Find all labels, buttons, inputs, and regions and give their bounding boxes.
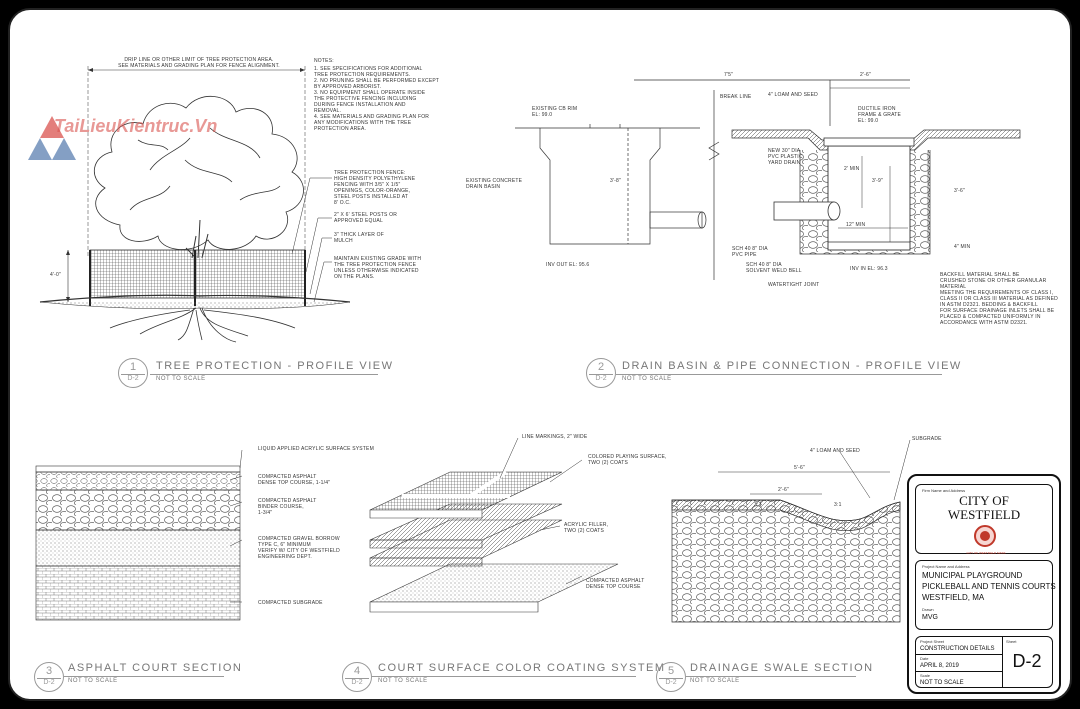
sheet-title-label: Project Sheet <box>920 639 945 644</box>
pvc-drain-label: NEW 30" DIA PVC PLASTIC YARD DRAIN <box>768 148 803 166</box>
fence-height-dim: 4'-0" <box>50 272 61 278</box>
line-markings-label: LINE MARKINGS, 2" WIDE <box>522 434 588 440</box>
inv-out-label: INV OUT EL: 95.6 <box>546 262 590 268</box>
detail2-callout: 2 D-2 <box>586 358 616 388</box>
watermark: TaiLieuKientruc.Vn <box>24 112 264 166</box>
watermark-logo-icon <box>28 116 76 160</box>
loam-label: 4" LOAM AND SEED <box>768 92 818 98</box>
tree-notes: 1. SEE SPECIFICATIONS FOR ADDITIONAL TRE… <box>314 66 440 132</box>
existing-cb-label: EXISTING CB RIM EL: 99.0 <box>532 106 578 118</box>
drain-basin-drawing <box>515 79 910 280</box>
min-dim: 2' MIN <box>844 166 860 172</box>
detail1-title: TREE PROTECTION - PROFILE VIEW <box>156 360 394 372</box>
city-name-line1: CITY OF <box>959 493 1009 508</box>
pipe-label: SCH 40 8" DIA PVC PIPE <box>732 246 768 258</box>
min12-dim: 12" MIN <box>846 222 866 228</box>
sheet-title-value: CONSTRUCTION DETAILS <box>920 646 995 652</box>
acrylic-label: LIQUID APPLIED ACRYLIC SURFACE SYSTEM <box>258 446 374 452</box>
detail3-title: ASPHALT COURT SECTION <box>68 662 243 674</box>
firm-label: Firm Name and Address <box>922 488 966 493</box>
basin-depth-dim: 3'-8" <box>610 178 621 184</box>
inv-in-label: INV IN EL: 96.3 <box>850 266 888 272</box>
acrylic-filler-label: ACRYLIC FILLER, TWO (2) COATS <box>564 522 609 534</box>
project-label: Project Name and Address <box>922 564 970 569</box>
project-box: Project Name and Address MUNICIPAL PLAYG… <box>915 560 1056 630</box>
bell-label: SCH 40 8" DIA SOLVENT WELD BELL <box>746 262 802 274</box>
swale-width2: 2'-6" <box>778 487 789 493</box>
existing-basin-label: EXISTING CONCRETE DRAIN BASIN <box>466 178 523 190</box>
compacted-asphalt-label: COMPACTED ASPHALT DENSE TOP COURSE <box>586 578 645 590</box>
detail1-callout: 1 D-2 <box>118 358 148 388</box>
title-block: Firm Name and Address CITY OF WESTFIELD … <box>907 474 1061 694</box>
swale-width1: 5'-6" <box>794 465 805 471</box>
seal-text: CITY OF WESTFIELD MASS <box>966 551 1006 555</box>
tree-protection-fence <box>89 249 306 299</box>
detail4-title: COURT SURFACE COLOR COATING SYSTEM <box>378 662 666 674</box>
mulch-note: 3" THICK LAYER OF MULCH <box>334 232 385 244</box>
backfill-note: BACKFILL MATERIAL SHALL BE CRUSHED STONE… <box>940 272 1058 326</box>
project-line1: MUNICIPAL PLAYGROUND <box>922 571 1023 580</box>
swale-section <box>671 499 901 623</box>
top-course-label: COMPACTED ASPHALT DENSE TOP COURSE, 1-1/… <box>258 474 331 486</box>
detail1-subtitle: NOT TO SCALE <box>156 376 206 382</box>
detail4-callout: 4 D-2 <box>342 662 372 692</box>
subgrade-label: COMPACTED SUBGRADE <box>258 600 323 606</box>
city-seal-icon: CITY OF WESTFIELD MASS <box>966 525 1006 555</box>
city-name-line2: WESTFIELD <box>947 507 1021 522</box>
depth2-dim: 3'-6" <box>954 188 965 194</box>
drawn-label: Drawn <box>922 607 934 612</box>
detail4-subtitle: NOT TO SCALE <box>378 678 428 684</box>
watertight-label: WATERTIGHT JOINT <box>768 282 820 288</box>
drain-width-dim: 2'-6" <box>860 72 871 78</box>
project-line2: PICKLEBALL AND TENNIS COURTS <box>922 582 1056 591</box>
scale-value: NOT TO SCALE <box>920 680 964 686</box>
frame-label: DUCTILE IRON FRAME & GRATE EL: 99.0 <box>858 106 902 124</box>
color-coating-layers <box>369 470 619 613</box>
posts-note: 2" X 6' STEEL POSTS OR APPROVED EQUAL <box>334 212 398 224</box>
swale-loam-label: 4" LOAM AND SEED <box>810 448 860 454</box>
date-value: APRIL 8, 2019 <box>920 663 959 669</box>
grade-note: MAINTAIN EXISTING GRADE WITH THE TREE PR… <box>334 256 422 280</box>
sheet-box: Project Sheet CONSTRUCTION DETAILS Date … <box>915 636 1053 688</box>
tree-canopy <box>94 95 304 259</box>
drawing-sheet: TaiLieuKientruc.Vn DRIP LINE OR OTHER LI… <box>8 8 1072 701</box>
project-line3: WESTFIELD, MA <box>922 593 985 602</box>
watermark-text: TaiLieuKientruc.Vn <box>54 116 218 136</box>
swale-slope-left: 3:1 <box>754 502 762 508</box>
min4-dim: 4" MIN <box>954 244 971 250</box>
swale-subgrade-label: SUBGRADE <box>912 436 942 442</box>
date-label: Date <box>920 656 929 661</box>
drawn-value: MVG <box>922 614 938 621</box>
fence-note: TREE PROTECTION FENCE: HIGH DENSITY POLY… <box>334 170 416 206</box>
break-line-label: BREAK LINE <box>720 94 752 100</box>
tree-protection-drawing <box>35 66 1021 623</box>
detail5-title: DRAINAGE SWALE SECTION <box>690 662 874 674</box>
gravel-label: COMPACTED GRAVEL BORROW TYPE C, 6" MINIM… <box>258 536 340 560</box>
tree-roots <box>109 307 296 343</box>
dim-top: 7'5" <box>724 72 734 78</box>
asphalt-section <box>35 465 241 621</box>
scale-label: Scale <box>920 673 931 678</box>
firm-box: Firm Name and Address CITY OF WESTFIELD … <box>915 484 1053 555</box>
sheet-label: Sheet <box>1006 639 1017 644</box>
detail5-subtitle: NOT TO SCALE <box>690 678 740 684</box>
swale-slope-right: 3:1 <box>834 502 842 508</box>
playing-surface-label: COLORED PLAYING SURFACE, TWO (2) COATS <box>588 454 667 466</box>
detail2-title: DRAIN BASIN & PIPE CONNECTION - PROFILE … <box>622 360 962 372</box>
sheet-number: D-2 <box>1012 651 1042 671</box>
drip-line-note: DRIP LINE OR OTHER LIMIT OF TREE PROTECT… <box>118 57 280 69</box>
binder-label: COMPACTED ASPHALT BINDER COURSE, 1-3/4" <box>258 498 317 516</box>
detail2-subtitle: NOT TO SCALE <box>622 376 672 382</box>
notes-title: NOTES: <box>314 58 334 64</box>
detail5-callout: 5 D-2 <box>656 662 686 692</box>
detail3-subtitle: NOT TO SCALE <box>68 678 118 684</box>
drain-depth-dim: 3'-9" <box>872 178 883 184</box>
detail3-callout: 3 D-2 <box>34 662 64 692</box>
